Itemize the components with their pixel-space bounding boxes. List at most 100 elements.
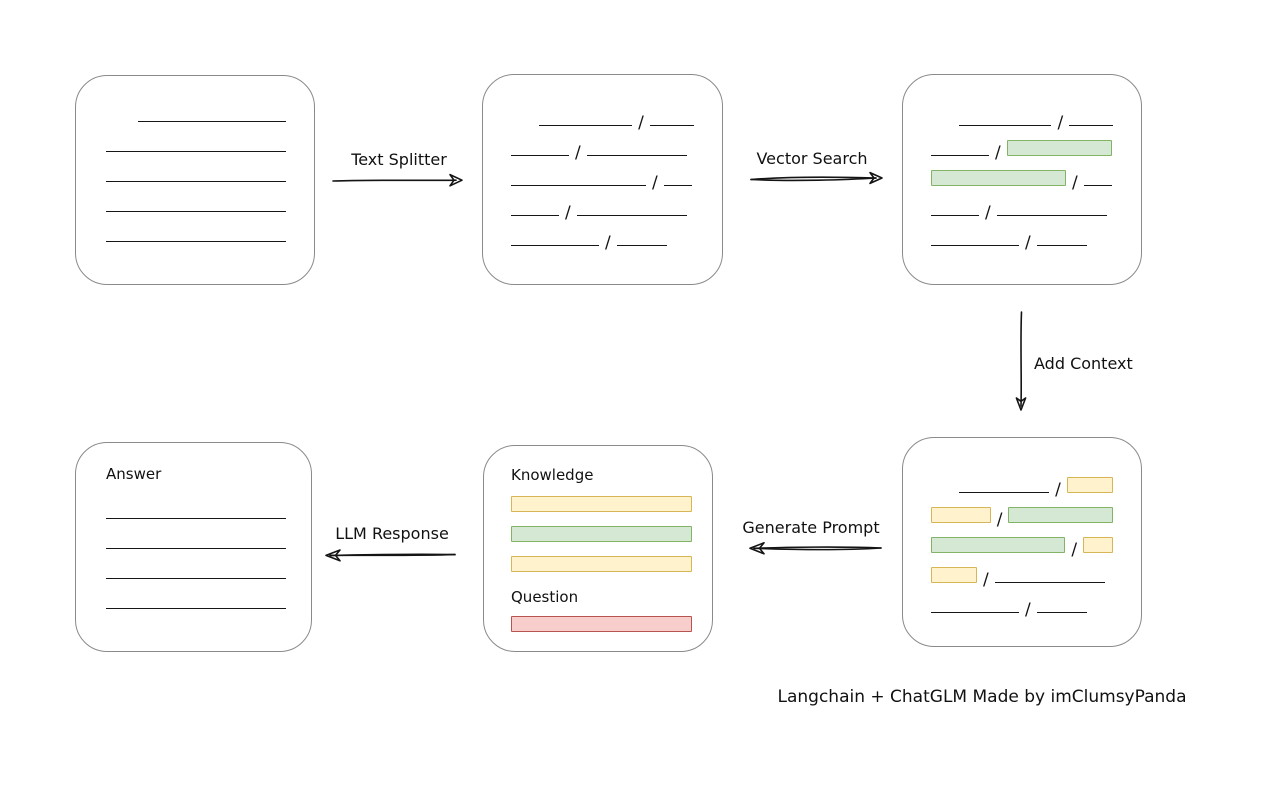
green-chunk [1006, 140, 1112, 156]
chunk-row: / [931, 493, 1113, 530]
text-line [649, 125, 694, 126]
chunk-rows: / / / / / [903, 75, 1141, 253]
slash-mark: / [995, 143, 1001, 163]
chunk-rows: / / / / / [483, 75, 722, 253]
slash-mark: / [1025, 600, 1031, 620]
chunk-row: / [511, 216, 694, 253]
slash-mark: / [1055, 480, 1061, 500]
text-line [539, 125, 633, 126]
chunk-row: / [931, 553, 1113, 590]
chunk-row: / [931, 216, 1113, 253]
text-line [106, 549, 286, 579]
slash-mark: / [1072, 173, 1078, 193]
text-line [1036, 612, 1087, 613]
text-line [931, 155, 989, 156]
knowledge-bars [511, 496, 692, 586]
vector-search-label: Vector Search [756, 149, 868, 168]
text-line [1083, 185, 1112, 186]
text-line [511, 155, 569, 156]
text-line [511, 215, 559, 216]
green-chunk [931, 170, 1066, 186]
slash-mark: / [575, 143, 581, 163]
slash-mark: / [1025, 233, 1031, 253]
text-line [106, 122, 286, 152]
source-document-box [75, 75, 315, 285]
text-line [106, 519, 286, 549]
text-line [138, 92, 286, 122]
text-line [106, 579, 286, 609]
text-splitter-arrow [332, 173, 463, 187]
yellow-chunk [511, 556, 692, 572]
add-context-label: Add Context [1034, 354, 1133, 373]
question-label: Question [511, 588, 579, 606]
text-line [996, 215, 1107, 216]
prompt-box: Knowledge Question [483, 445, 713, 652]
chunk-row: / [931, 523, 1113, 559]
slash-mark: / [983, 570, 989, 590]
text-line [931, 215, 979, 216]
text-line [586, 155, 687, 156]
chunk-row: / [511, 96, 694, 133]
llm-response-label: LLM Response [335, 524, 449, 543]
yellow-chunk [931, 507, 991, 523]
answer-lines [106, 489, 286, 609]
yellow-chunk [1083, 537, 1113, 553]
text-line [1036, 245, 1087, 246]
text-line [106, 212, 286, 242]
text-line [994, 582, 1105, 583]
vector-search-arrow [750, 171, 883, 185]
text-line [1069, 125, 1113, 126]
text-line [931, 245, 1019, 246]
green-chunk [1008, 507, 1113, 523]
add-context-arrow [1015, 311, 1027, 411]
context-box: ///// [902, 437, 1142, 647]
yellow-chunk [511, 496, 692, 512]
chunk-row: / [511, 156, 694, 193]
text-line [106, 182, 286, 212]
generate-prompt-label: Generate Prompt [742, 518, 880, 537]
text-line [511, 245, 599, 246]
chunk-row [511, 616, 692, 646]
chunk-row [511, 556, 692, 586]
red-chunk [511, 616, 692, 632]
question-bars [511, 616, 692, 646]
slash-mark: / [605, 233, 611, 253]
text-line [511, 185, 646, 186]
yellow-chunk [1066, 477, 1113, 493]
text-line [106, 489, 286, 519]
chunk-row: / [931, 126, 1113, 163]
answer-box: Answer [75, 442, 312, 652]
chunk-row: / [931, 463, 1113, 500]
text-splitter-label: Text Splitter [351, 150, 447, 169]
text-line [959, 492, 1050, 493]
slash-mark: / [996, 510, 1003, 530]
text-line [576, 215, 687, 216]
chunk-row: / [511, 126, 694, 163]
chunk-row: / [511, 186, 694, 223]
credit-caption: Langchain + ChatGLM Made by imClumsyPand… [777, 687, 1187, 707]
knowledge-label: Knowledge [511, 466, 594, 484]
slash-mark: / [652, 173, 658, 193]
chunk-row: / [931, 583, 1113, 620]
document-lines [76, 76, 314, 242]
chunk-row: / [931, 186, 1113, 223]
text-line [106, 152, 286, 182]
text-line [959, 125, 1052, 126]
generate-prompt-arrow [749, 542, 882, 555]
yellow-chunk [931, 567, 977, 583]
split-text-box: / / / / / [482, 74, 723, 285]
answer-label: Answer [106, 465, 162, 483]
slash-mark: / [565, 203, 571, 223]
text-line [663, 185, 692, 186]
slash-mark: / [985, 203, 991, 223]
text-line [931, 612, 1019, 613]
slash-mark: / [638, 113, 644, 133]
green-chunk [511, 526, 692, 542]
chunk-row: / [931, 96, 1113, 133]
chunk-row: / [931, 156, 1113, 193]
chunk-row [511, 526, 692, 556]
llm-response-arrow [325, 549, 456, 562]
slash-mark: / [1057, 113, 1064, 133]
chunk-rows: ///// [903, 438, 1141, 620]
